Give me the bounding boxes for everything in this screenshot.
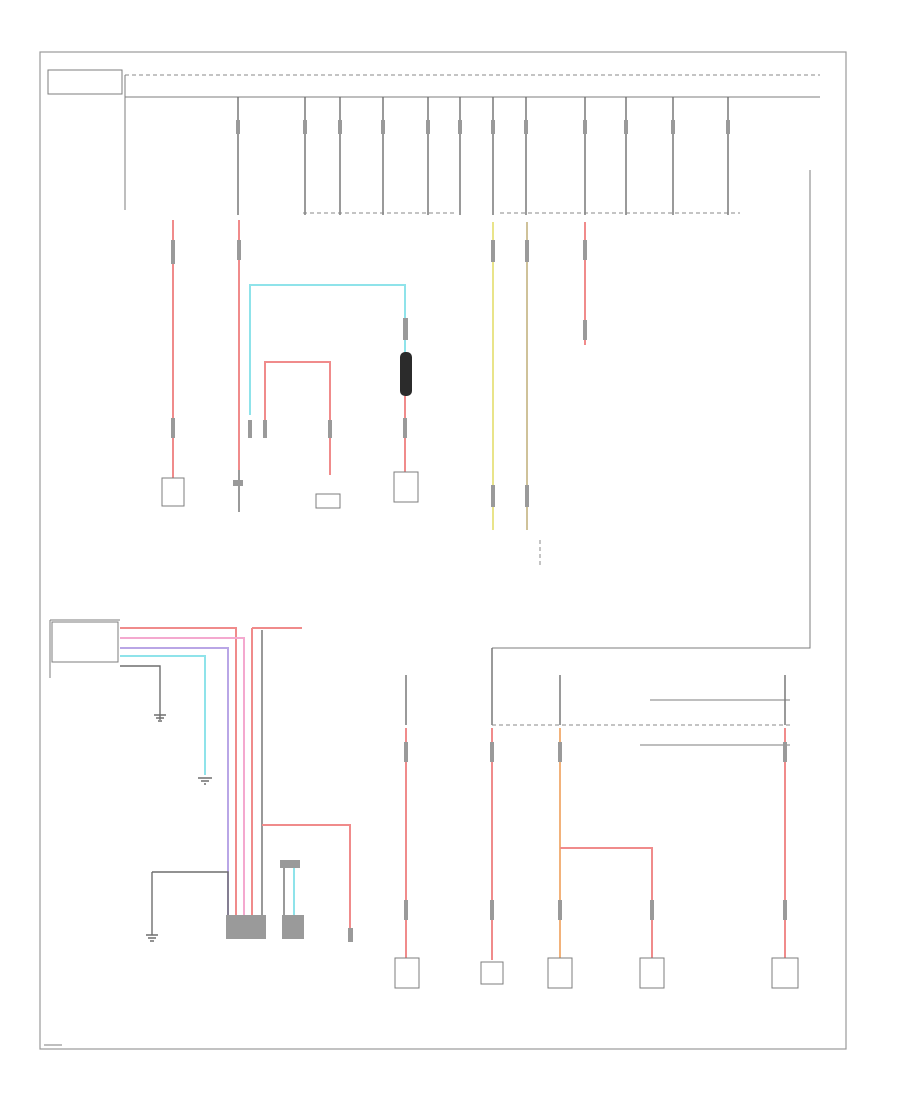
left-component <box>161 477 185 507</box>
fuse-link <box>400 352 412 396</box>
top-fuses <box>236 97 740 215</box>
ground-symbols <box>146 714 212 942</box>
starter-component <box>315 493 341 509</box>
bottom-component-5 <box>771 957 799 989</box>
top-fuse-block <box>47 69 820 649</box>
parallel-runs <box>491 222 587 565</box>
lower-left-harness <box>49 619 353 942</box>
generator-component <box>393 471 419 503</box>
bottom-component-3 <box>547 957 573 989</box>
left-feed <box>161 220 185 507</box>
diagram-frame <box>39 51 847 1050</box>
lower-right-fuses <box>394 648 799 989</box>
bottom-component-2 <box>480 961 504 985</box>
bottom-component-1 <box>394 957 420 989</box>
starter-branch <box>233 220 419 512</box>
bottom-component-4 <box>639 957 665 989</box>
